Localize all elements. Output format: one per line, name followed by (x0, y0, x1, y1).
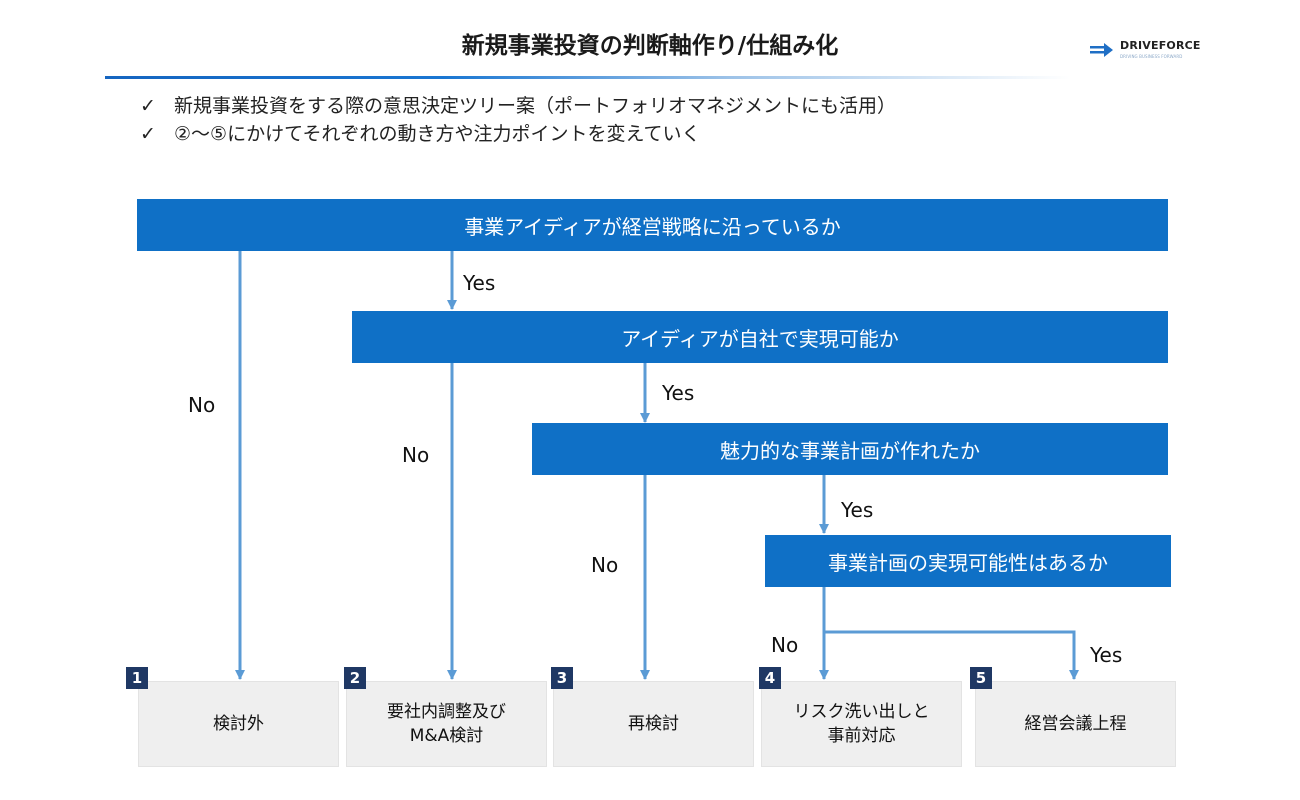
no-label-1: No (188, 393, 216, 417)
logo-name: DRIVEFORCE (1120, 39, 1201, 52)
title-underline (105, 76, 1070, 79)
outcome-box-3: 再検討 (553, 681, 754, 767)
no-label-4: No (771, 633, 799, 657)
page-title: 新規事業投資の判断軸作り/仕組み化 (461, 33, 839, 59)
outcome-label: リスク洗い出しと 事前対応 (793, 702, 930, 746)
no-label-2: No (402, 443, 430, 467)
question-in-house-feasible: アイディアが自社で実現可能か (352, 311, 1168, 363)
yes-label-3: Yes (841, 498, 874, 522)
outcome-number-badge: 2 (344, 667, 366, 689)
driveforce-logo: DRIVEFORCE DRIVING BUSINESS FORWARD (1090, 39, 1200, 69)
outcome-label: 要社内調整及び M&A検討 (387, 702, 506, 746)
check-icon: ✓ (140, 95, 156, 117)
outcome-label: 検討外 (213, 714, 264, 734)
arrow-yes-4 (824, 630, 1079, 680)
outcome-box-1: 検討外 (138, 681, 339, 767)
bullet-item: ✓ 新規事業投資をする際の意思決定ツリー案（ポートフォリオマネジメントにも活用） (140, 92, 896, 120)
bullet-item: ✓ ②〜⑤にかけてそれぞれの動き方や注力ポイントを変えていく (140, 120, 896, 148)
bullet-list: ✓新規事業投資をする際の意思決定ツリー案（ポートフォリオマネジメントにも活用） … (140, 92, 896, 148)
outcome-number-badge: 3 (551, 667, 573, 689)
bullet-text: 新規事業投資をする際の意思決定ツリー案（ポートフォリオマネジメントにも活用） (174, 95, 897, 117)
question-plan-feasibility: 事業計画の実現可能性はあるか (765, 535, 1171, 587)
no-label-3: No (591, 553, 619, 577)
outcome-number-badge: 4 (759, 667, 781, 689)
question-strategy-fit: 事業アイディアが経営戦略に沿っているか (137, 199, 1168, 251)
logo-arrow-icon (1090, 43, 1113, 57)
question-attractive-plan: 魅力的な事業計画が作れたか (532, 423, 1168, 475)
outcome-label: 経営会議上程 (1024, 714, 1127, 734)
check-icon: ✓ (140, 123, 156, 145)
outcome-label: 再検討 (628, 714, 679, 734)
logo-tagline: DRIVING BUSINESS FORWARD (1120, 54, 1183, 59)
yes-label-4: Yes (1090, 643, 1123, 667)
outcome-box-4: リスク洗い出しと 事前対応 (761, 681, 962, 767)
bullet-text: ②〜⑤にかけてそれぞれの動き方や注力ポイントを変えていく (174, 123, 701, 145)
outcome-number-badge: 1 (126, 667, 148, 689)
yes-label-1: Yes (463, 271, 496, 295)
yes-label-2: Yes (662, 381, 695, 405)
outcome-box-2: 要社内調整及び M&A検討 (346, 681, 547, 767)
outcome-box-5: 経営会議上程 (975, 681, 1176, 767)
outcome-number-badge: 5 (970, 667, 992, 689)
